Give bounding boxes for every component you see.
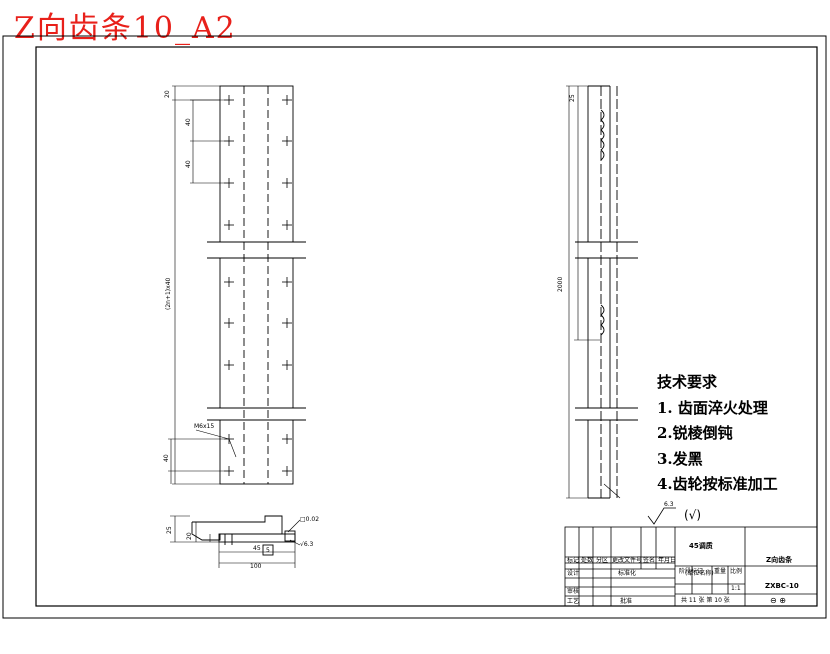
dim-section-small: 5	[266, 547, 270, 554]
dim-bottom-offset: 40	[163, 454, 170, 462]
title-block-stage-label: 阶段标记	[679, 568, 704, 575]
title-block-drawing-no: ZXBC-10	[765, 582, 799, 590]
tech-requirement-2: 2.锐棱倒钝	[657, 424, 733, 442]
front-view	[207, 85, 306, 485]
section-view	[191, 515, 296, 556]
title-block-standard-label: 标准化	[618, 570, 637, 577]
inner-frame	[35, 46, 818, 607]
surface-other-symbol: (√)	[684, 508, 702, 522]
title-block-mark-label: 标记	[567, 557, 580, 564]
title-block-projection: ⊖ ⊕	[770, 596, 786, 605]
title-block-scale-label: 比例	[730, 568, 743, 575]
dim-rack-length: 2000	[557, 276, 564, 292]
dim-pitch-1: 40	[185, 118, 192, 126]
tech-requirement-4: 4.齿轮按标准加工	[657, 475, 778, 493]
dim-section-height: 25	[166, 526, 173, 534]
dim-section-width: 100	[250, 563, 262, 570]
tech-requirement-1: 1. 齿面淬火处理	[657, 398, 768, 417]
title-block	[564, 526, 818, 607]
title-block-date-label: 年月日	[658, 557, 677, 564]
title-block-material: 45调质	[689, 542, 713, 550]
side-view-dimensions	[566, 85, 621, 499]
section-view-dimensions	[170, 515, 301, 568]
dim-hole-callout: M6x15	[194, 423, 215, 430]
dim-section-note-1: □0.02	[300, 516, 320, 523]
title-block-part-name: Z向齿条	[766, 556, 793, 564]
title-block-design-label: 设计	[567, 570, 580, 577]
front-view-dimensions	[168, 85, 237, 485]
title-block-count-label: 处数	[581, 557, 594, 564]
dim-section-h2: 20	[186, 532, 193, 540]
tech-requirements-heading: 技术要求	[657, 373, 718, 391]
title-block-unit: (单位名称)	[685, 570, 714, 577]
tech-requirements: 技术要求 1. 齿面淬火处理 2.锐棱倒钝 3.发黑 4.齿轮按标准加工	[657, 370, 778, 498]
dim-total-length: (2n+1)x40	[165, 277, 172, 310]
surface-roughness-value: 6.3	[664, 501, 674, 508]
tech-requirement-3: 3.发黑	[657, 449, 703, 468]
outer-frame	[2, 35, 827, 619]
title-block-zone-label: 分区	[596, 557, 609, 564]
surface-finish-symbol	[647, 507, 676, 525]
title-block-process-label: 工艺	[567, 598, 580, 605]
dim-pitch-2: 40	[185, 160, 192, 168]
front-view-holes	[224, 95, 292, 476]
title-block-review-label: 审核	[567, 588, 580, 595]
drawing-title: Z向齿条10_A2	[14, 11, 237, 46]
dim-section-inner: 45	[253, 545, 261, 552]
title-block-sheet-info: 共 11 张 第 10 张	[681, 597, 730, 604]
title-block-change-label: 更改文件号	[612, 557, 643, 564]
title-block-sign-label: 签名	[643, 557, 656, 564]
dim-top-offset: 20	[164, 90, 171, 98]
title-block-approve-label: 批准	[620, 598, 633, 605]
dim-section-note-2: √6.3	[300, 541, 314, 548]
side-view	[575, 85, 638, 499]
dim-rack-pitch: 25	[569, 94, 576, 102]
title-block-weight-label: 重量	[714, 568, 727, 575]
title-block-scale-value: 1:1	[731, 585, 741, 592]
